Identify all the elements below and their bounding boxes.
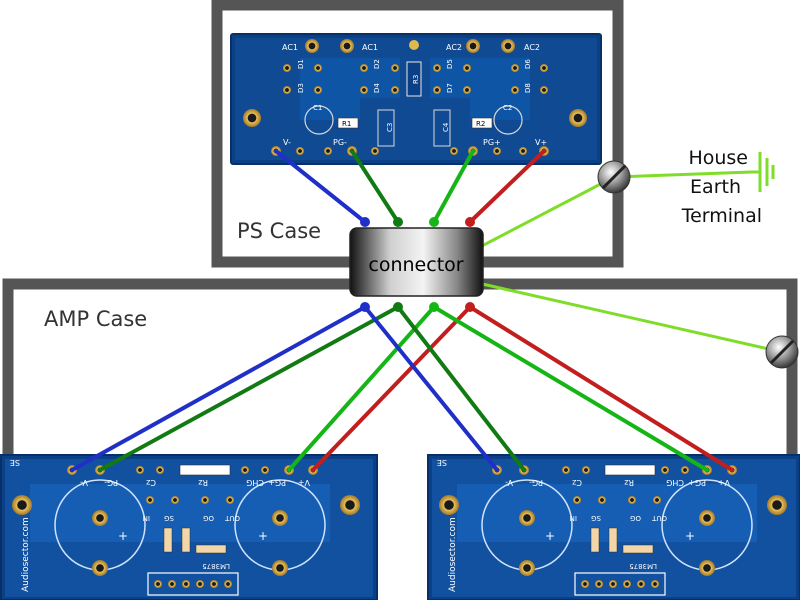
- pad: [340, 39, 354, 53]
- amp-header-label: Rz: [624, 478, 634, 487]
- amp-header-label: PG-: [529, 478, 543, 487]
- ps-diode-label: D4: [373, 83, 381, 93]
- ps-diode-label: D7: [446, 83, 454, 93]
- amp-header-label: SE: [437, 458, 447, 467]
- amp-mid-label: SG: [164, 514, 174, 522]
- wire-v-plus: [468, 149, 546, 224]
- amp-plus-label: +: [545, 529, 555, 543]
- amp-chip-label: LM3875: [629, 562, 657, 570]
- wire-pg-minus: [98, 305, 400, 472]
- house-earth-line-3: Terminal: [681, 205, 762, 227]
- amp-board-right: + + Audiosector.com SE V- PG- Cz Rz CHG …: [427, 454, 800, 600]
- ps-diode-label: D1: [297, 59, 305, 69]
- ps-case-label: PS Case: [237, 219, 321, 243]
- ps-cap-label: C1: [313, 104, 322, 112]
- amp-mid-label: OG: [630, 514, 641, 522]
- wire-earth: [612, 170, 754, 179]
- amp-board-left: + + Audiosector.com SE V- PG- Cz Rz CHG …: [0, 454, 378, 600]
- amp-header-label: SE: [10, 458, 20, 467]
- ground-icon: [752, 152, 775, 192]
- amp-header-label: V-: [505, 478, 513, 487]
- amp-plus-label: +: [118, 529, 128, 543]
- mounting-hole: [569, 109, 587, 127]
- ps-cap-label: C4: [442, 122, 450, 132]
- pad: [501, 39, 515, 53]
- mounting-hole: [12, 495, 32, 515]
- amp-brand: Audiosector.com: [448, 517, 458, 592]
- amp-mid-label: IN: [143, 514, 150, 522]
- wire-earth: [476, 175, 616, 250]
- wire-v-minus: [70, 305, 367, 472]
- pad: [466, 39, 480, 53]
- pad: [305, 39, 319, 53]
- wire-v-plus: [311, 305, 472, 472]
- ps-resistor-label: R3: [412, 75, 420, 84]
- ps-diode-label: D2: [373, 59, 381, 69]
- wire-pg-minus: [396, 305, 526, 472]
- amp-header-label: CHG: [666, 478, 684, 487]
- amp-header-label: PG+: [268, 478, 286, 487]
- amp-header-label: Rz: [198, 478, 208, 487]
- wire-v-plus: [468, 305, 734, 472]
- connector-pin-dots: [360, 217, 475, 312]
- ps-resistor-label: R2: [476, 120, 485, 128]
- ps-resistor-label: R1: [342, 120, 351, 128]
- amp-header-label: Cz: [572, 478, 582, 487]
- ps-ac-label: AC2: [524, 43, 540, 52]
- ps-diode-label: D3: [297, 83, 305, 93]
- ps-diode-label: D5: [446, 59, 454, 69]
- amp-case-label: AMP Case: [44, 307, 147, 331]
- ps-output-label: V+: [535, 138, 547, 147]
- amp-mid-label: OG: [203, 514, 214, 522]
- amp-header-label: V+: [718, 478, 730, 487]
- amp-header-label: V+: [298, 478, 310, 487]
- ps-diode-label: D6: [524, 59, 532, 69]
- amp-mid-label: OUT: [224, 514, 240, 522]
- wire-pg-plus: [287, 305, 436, 472]
- amp-mid-label: OUT: [651, 514, 667, 522]
- ps-cap-label: C3: [386, 123, 394, 132]
- amp-header-label: CHG: [246, 478, 264, 487]
- mounting-hole: [340, 495, 360, 515]
- amp-header-label: PG-: [104, 478, 118, 487]
- wire-v-minus: [274, 149, 367, 224]
- earth-screw-icon: [765, 335, 799, 369]
- connector-label: connector: [368, 254, 463, 276]
- wire-earth: [476, 281, 784, 354]
- amp-mid-label: IN: [570, 514, 577, 522]
- wire-pg-minus: [350, 149, 400, 224]
- mounting-hole: [243, 109, 261, 127]
- amp-brand: Audiosector.com: [21, 517, 31, 592]
- mounting-hole: [439, 495, 459, 515]
- wires: [70, 149, 784, 472]
- wire-v-minus: [363, 305, 499, 472]
- amp-plus-label: +: [685, 529, 695, 543]
- ps-ac-label: AC2: [446, 43, 462, 52]
- ps-output-label: V-: [283, 138, 291, 147]
- house-earth-line-1: House: [688, 147, 748, 169]
- amp-plus-label: +: [258, 529, 268, 543]
- ps-output-label: PG-: [333, 138, 347, 147]
- ps-cap-label: C2: [503, 104, 512, 112]
- amp-header-label: V-: [80, 478, 88, 487]
- amp-case: [2, 278, 798, 455]
- earth-screw-icon: [597, 160, 631, 194]
- ps-cap: [304, 105, 334, 135]
- amp-header-label: Cz: [146, 478, 156, 487]
- house-earth-line-2: Earth: [690, 176, 741, 198]
- amp-header-label: PG+: [688, 478, 706, 487]
- ps-ac-label: AC1: [362, 43, 378, 52]
- wire-pg-plus: [432, 149, 475, 224]
- amp-mid-label: SG: [591, 514, 601, 522]
- ps-ac-label: AC1: [282, 43, 298, 52]
- mounting-hole: [767, 495, 787, 515]
- ps-diode-label: D8: [524, 83, 532, 93]
- wire-pg-plus: [432, 305, 709, 472]
- amp-chip-label: LM3875: [202, 562, 230, 570]
- ps-cap: [493, 105, 523, 135]
- ps-board: AC1 AC1 AC2 AC2 D1 D2 D3 D4 D5 D6 D7 D8 …: [230, 33, 602, 165]
- ps-output-label: PG+: [483, 138, 501, 147]
- connector: connector: [349, 227, 484, 297]
